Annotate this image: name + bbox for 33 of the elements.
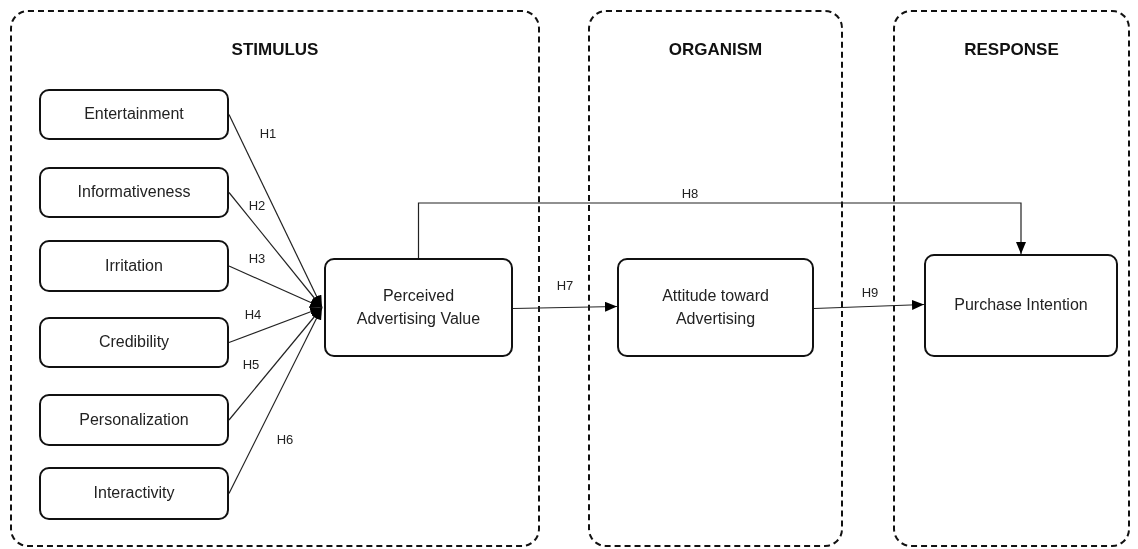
arrow <box>228 306 323 495</box>
arrow <box>512 301 618 312</box>
construct-box <box>617 258 814 357</box>
dashed-group-frame <box>10 10 540 547</box>
construct-box <box>39 394 229 446</box>
arrow <box>417 202 1026 259</box>
construct-label: Personalization <box>79 409 189 430</box>
arrow <box>228 306 323 344</box>
construct-label: Perceived Advertising Value <box>355 286 482 329</box>
construct-box <box>924 254 1118 357</box>
construct-label: Informativeness <box>77 182 191 203</box>
construct-label: Irritation <box>105 255 163 276</box>
arrow <box>228 113 323 309</box>
group-title: STIMULUS <box>231 40 319 60</box>
dashed-group-frame <box>893 10 1130 547</box>
group-title: RESPONSE <box>964 40 1059 60</box>
construct-label: Interactivity <box>93 483 175 504</box>
construct-label: Purchase Intention <box>954 295 1088 316</box>
construct-box <box>324 258 513 357</box>
group-title: ORGANISM <box>668 40 763 60</box>
construct-label: Credibility <box>98 332 170 353</box>
arrow <box>228 191 323 309</box>
arrow <box>813 299 925 310</box>
arrow <box>228 265 323 309</box>
arrow <box>228 306 323 421</box>
construct-label: Entertainment <box>84 104 184 125</box>
construct-box <box>39 167 229 218</box>
construct-label: Attitude toward Advertising <box>661 286 770 329</box>
construct-box <box>39 89 229 140</box>
construct-box <box>39 467 229 520</box>
dashed-group-frame <box>588 10 843 547</box>
construct-box <box>39 317 229 368</box>
construct-box <box>39 240 229 292</box>
